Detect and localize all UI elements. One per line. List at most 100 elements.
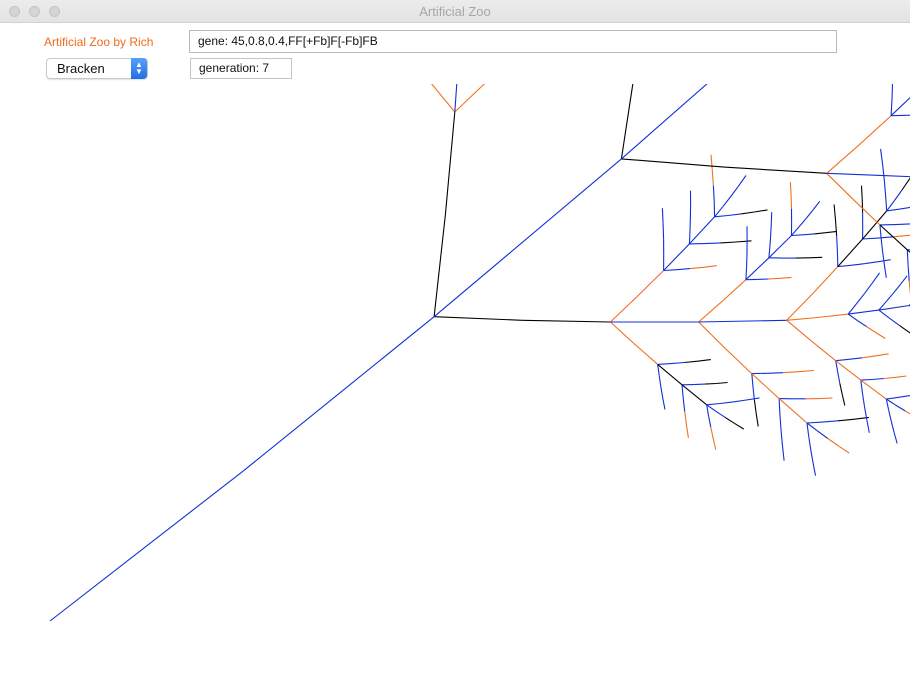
fern-branch-segment: [730, 185, 739, 197]
fern-branch-segment: [886, 398, 896, 406]
fern-branch-segment: [755, 413, 759, 427]
fern-branch-segment: [710, 154, 713, 171]
fern-branch-segment: [712, 438, 717, 450]
fern-branch-segment: [822, 420, 839, 423]
fern-branch-segment: [657, 364, 660, 376]
fern-branch-segment: [890, 97, 910, 117]
fern-branch-segment: [817, 313, 849, 319]
fern-branch-segment: [769, 234, 772, 247]
fern-branch-segment: [454, 86, 482, 113]
fern-branch-segment: [806, 421, 823, 424]
fern-branch-segment: [779, 414, 782, 430]
fern-branch-segment: [895, 223, 910, 226]
fern-branch-segment: [723, 166, 827, 174]
fern-branch-segment: [711, 170, 714, 186]
fern-branch-segment: [888, 410, 892, 422]
fern-branch-segment: [789, 182, 792, 196]
fern-branch-segment: [872, 377, 884, 381]
fern-branch-segment: [882, 251, 885, 265]
fern-branch-segment: [633, 342, 659, 365]
fern-branch-segment: [886, 396, 900, 400]
fern-branch-segment: [862, 237, 879, 240]
fern-branch-segment: [433, 158, 622, 318]
fern-branch-segment: [658, 375, 662, 388]
fern-branch-segment: [243, 316, 435, 472]
fern-branch-segment: [816, 430, 829, 439]
fern-branch-segment: [698, 300, 723, 323]
fern-branch-segment: [49, 470, 244, 622]
fern-branch-segment: [754, 209, 768, 213]
fern-branch-segment: [806, 422, 810, 437]
gene-input[interactable]: gene: 45,0.8,0.4,FF[+Fb]F[-Fb]FB: [189, 30, 837, 53]
fern-branch-segment: [684, 411, 687, 425]
fern-branch-segment: [722, 196, 732, 208]
fern-branch-segment: [860, 185, 863, 200]
fern-branch-segment: [890, 97, 893, 116]
fern-branch-segment: [444, 111, 456, 215]
minimize-window-button[interactable]: [29, 6, 40, 17]
fern-branch-segment: [860, 380, 864, 394]
species-popup-value: Bracken: [57, 61, 105, 76]
fern-branch-segment: [431, 84, 456, 113]
fern-branch-segment: [745, 257, 770, 281]
fern-branch-segment: [894, 375, 907, 378]
fern-branch-segment: [663, 243, 690, 271]
fern-branch-segment: [481, 84, 485, 87]
fern-branch-segment: [768, 235, 792, 259]
fern-branch-segment: [839, 383, 843, 395]
fern-branch-segment: [906, 249, 909, 266]
fern-branch-segment: [826, 144, 860, 174]
fern-branch-segment: [708, 415, 712, 428]
fern-branch-segment: [704, 382, 717, 385]
fern-branch-segment: [670, 361, 685, 365]
fern-branch-segment: [751, 373, 780, 400]
fern-branch-segment: [682, 398, 686, 412]
fern-branch-segment: [676, 268, 691, 271]
fern-branch-segment: [883, 376, 896, 380]
fern-branch-segment: [734, 422, 745, 430]
fern-branch-segment: [879, 224, 882, 239]
fern-branch-segment: [735, 240, 752, 243]
generation-field: generation: 7: [190, 58, 292, 79]
fern-branch-segment: [878, 309, 890, 319]
fern-branch-segment: [522, 319, 611, 323]
fern-branch-segment: [810, 340, 837, 362]
fern-branch-segment: [704, 242, 721, 245]
fern-branch-segment: [812, 462, 817, 476]
close-window-button[interactable]: [9, 6, 20, 17]
fern-branch-segment: [888, 317, 900, 327]
fern-branch-segment: [862, 355, 876, 359]
fern-branch-segment: [778, 398, 808, 424]
fern-branch-segment: [863, 283, 873, 295]
fern-branch-segment: [805, 209, 814, 219]
fern-branch-segment: [861, 393, 866, 407]
fern-branch-segment: [878, 236, 894, 239]
fern-branch-segment: [738, 175, 747, 187]
fern-branch-segment: [812, 266, 839, 295]
app-label: Artificial Zoo by Rich: [44, 35, 154, 49]
fern-branch-segment: [894, 189, 903, 201]
fern-branch-segment: [716, 381, 728, 385]
fern-branch-segment: [899, 325, 910, 334]
fern-branch-segment: [893, 432, 898, 444]
fern-branch-segment: [812, 200, 821, 211]
zoom-window-button[interactable]: [49, 6, 60, 17]
fern-branch-segment: [684, 360, 698, 364]
species-popup[interactable]: Bracken ▲▼: [46, 58, 148, 79]
fern-branch-segment: [892, 284, 901, 294]
fern-branch-segment: [621, 84, 708, 160]
fern-branch-segment: [806, 422, 818, 432]
fern-branch-segment: [781, 445, 785, 461]
fern-branch-segment: [875, 353, 889, 357]
fern-branch-segment: [826, 172, 854, 200]
window-titlebar: Artificial Zoo: [0, 0, 910, 23]
fern-branch-segment: [697, 359, 711, 362]
fern-branch-segment: [863, 406, 868, 420]
fern-branch-segment: [810, 449, 814, 463]
fern-branch-segment: [715, 410, 726, 418]
fern-branch-segment: [610, 321, 635, 344]
fern-branch-segment: [886, 200, 895, 212]
fern-branch-segment: [621, 158, 725, 168]
fern-branch-segment: [786, 319, 812, 342]
fern-branch-segment: [706, 404, 710, 417]
